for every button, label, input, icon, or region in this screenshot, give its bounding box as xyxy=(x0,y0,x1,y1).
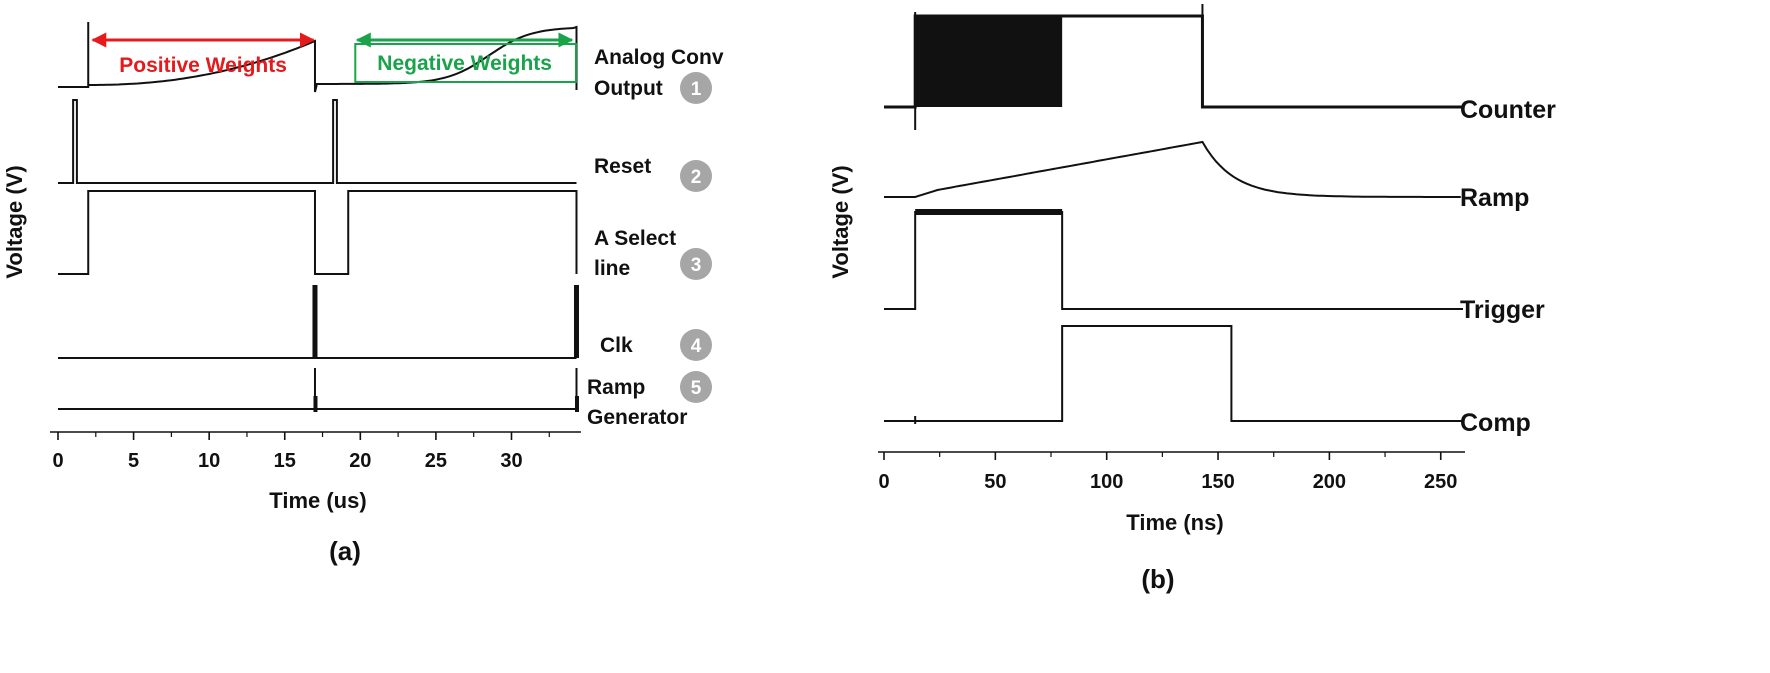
panel-a-waveforms xyxy=(58,22,579,412)
clk-pulse-1 xyxy=(312,285,318,358)
signal-label-clk: Clk xyxy=(600,334,633,357)
step-badge-2 xyxy=(680,160,712,192)
step-badge-number-2: 2 xyxy=(691,167,702,188)
counter-clock-burst xyxy=(915,16,1063,107)
signal-label-analog-conv-output: Analog Conv xyxy=(594,46,724,69)
x-tick-label-b-200: 200 xyxy=(1313,471,1346,493)
signal-trace-reset xyxy=(58,99,577,184)
x-axis-ticks-b: 0 50 100 150 200 250 xyxy=(878,452,1457,493)
x-tick-label-a-5: 5 xyxy=(128,450,139,472)
signal-label-trigger: Trigger xyxy=(1460,296,1545,324)
panel-a: Voltage (V) Positive Weights Negative Wei… xyxy=(2,22,724,566)
signal-label-ramp: Ramp xyxy=(1460,184,1529,212)
step-badge-3 xyxy=(680,248,712,280)
x-tick-label-a-30: 30 xyxy=(500,450,522,472)
ramp-generator-pulse-2 xyxy=(574,396,579,412)
signal-label-comp: Comp xyxy=(1460,409,1531,437)
step-badge-5 xyxy=(680,371,712,403)
signal-label-analog-conv-output-line2: Output xyxy=(594,77,663,100)
x-axis-label-a: Time (us) xyxy=(269,488,366,513)
x-tick-label-a-0: 0 xyxy=(52,450,63,472)
x-axis-ticks-a: 0 5 10 15 20 25 30 xyxy=(52,432,550,472)
x-tick-label-b-150: 150 xyxy=(1201,471,1234,493)
signal-trace-trigger xyxy=(884,211,1463,310)
x-tick-label-b-100: 100 xyxy=(1090,471,1123,493)
ramp-generator-pulse-1 xyxy=(313,396,318,412)
x-tick-label-b-250: 250 xyxy=(1424,471,1457,493)
panel-a-caption: (a) xyxy=(329,536,361,566)
y-axis-label-a: Voltage (V) xyxy=(2,165,27,278)
step-badge-number-5: 5 xyxy=(691,378,702,399)
signal-trace-ramp xyxy=(884,140,1461,198)
step-badge-number-3: 3 xyxy=(691,255,702,276)
step-badge-4 xyxy=(680,329,712,361)
x-tick-label-a-25: 25 xyxy=(425,450,447,472)
panel-a-annotations: Positive Weights Negative Weights xyxy=(91,32,577,83)
trigger-ripple xyxy=(915,209,1063,215)
x-tick-label-a-10: 10 xyxy=(198,450,220,472)
x-tick-label-a-15: 15 xyxy=(274,450,296,472)
y-axis-label-b: Voltage (V) xyxy=(828,165,853,278)
signal-label-counter: Counter xyxy=(1460,96,1556,124)
step-badge-1 xyxy=(680,72,712,104)
panel-b-caption: (b) xyxy=(1141,564,1174,594)
clk-pulse-2 xyxy=(573,285,579,358)
x-tick-label-b-50: 50 xyxy=(984,471,1006,493)
x-tick-label-b-0: 0 xyxy=(878,471,889,493)
signal-label-reset: Reset xyxy=(594,155,651,178)
negative-weights-label: Negative Weights xyxy=(377,52,552,75)
signal-trace-comp xyxy=(884,325,1463,422)
signal-label-ramp-generator: Ramp xyxy=(587,376,645,399)
signal-label-ramp-generator-line2: Generator xyxy=(587,406,687,429)
signal-trace-a-select-line xyxy=(58,190,578,275)
positive-weights-label: Positive Weights xyxy=(119,54,287,77)
signal-label-a-select-line-line2: line xyxy=(594,257,630,280)
panel-b-waveforms xyxy=(884,4,1463,424)
step-badge-number-4: 4 xyxy=(691,336,702,357)
x-tick-label-a-20: 20 xyxy=(349,450,371,472)
x-axis-label-b: Time (ns) xyxy=(1126,510,1223,535)
step-badge-number-1: 1 xyxy=(691,79,702,100)
signal-label-a-select-line: A Select xyxy=(594,227,676,250)
